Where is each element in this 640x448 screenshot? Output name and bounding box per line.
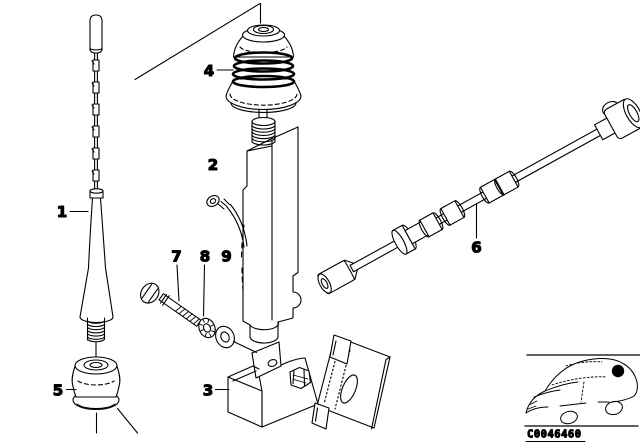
- grommet-flange-lower-rim: [76, 403, 116, 410]
- mounting-bracket: [227, 334, 391, 430]
- car-roof-line: [565, 361, 603, 367]
- grommet-inner-ring: [83, 359, 109, 371]
- boot-bellows-rings: [231, 51, 296, 89]
- callout-2-label: 2: [208, 156, 218, 174]
- ground-strap: [206, 195, 248, 248]
- lock-washer-serrations: [198, 318, 216, 338]
- bracket-tab-top-fold: [332, 340, 337, 356]
- callout-4-label: 4: [204, 62, 214, 80]
- diagram-code: C0046460: [527, 429, 582, 441]
- cable-end-sleeve: [317, 259, 358, 295]
- callout-9-label: 9: [221, 248, 231, 266]
- base-grommet: [71, 356, 121, 411]
- car-hood-line: [533, 389, 561, 398]
- grommet-hole: [89, 361, 103, 369]
- body-top-front-edge: [246, 145, 273, 152]
- boot-skirt-dashed: [229, 93, 298, 106]
- mast-collar-rim: [89, 188, 104, 194]
- lock-washer: [198, 317, 216, 339]
- rubber-boot: [225, 24, 302, 120]
- mast-cone-bottom: [79, 316, 114, 324]
- grommet-dashed-line: [77, 380, 115, 386]
- mast-segments: [91, 59, 100, 182]
- boot-dome: [232, 35, 295, 58]
- car-windshield-base: [544, 381, 579, 392]
- antenna-location-dot: [611, 364, 625, 378]
- boot-top-inner: [252, 24, 275, 35]
- bracket-channel-rim: [227, 365, 260, 382]
- section-pointer-lines: [95, 2, 262, 434]
- car-belt-line: [551, 376, 607, 386]
- boot-skirt-inner-rim: [230, 102, 297, 113]
- callout-1-label: 1: [57, 203, 67, 221]
- ground-wire: [226, 203, 248, 248]
- car-outline: [525, 358, 638, 425]
- mast-thread-stud: [86, 317, 106, 343]
- boot-top-ring: [246, 24, 281, 37]
- cable-collar-1: [418, 212, 444, 238]
- cable-connector-head: [602, 98, 640, 140]
- antenna-cable: [317, 98, 640, 295]
- bracket-nut: [289, 366, 312, 390]
- cable-collar-4: [494, 170, 520, 196]
- car-grille: [527, 400, 538, 410]
- bracket-tab-bottom-fold: [314, 407, 319, 422]
- callout-5-label: 5: [53, 382, 63, 400]
- bracket-tab-bottom: [311, 402, 330, 430]
- bolt-shank: [158, 293, 202, 327]
- ground-crimp: [217, 198, 231, 210]
- flat-washer: [215, 325, 235, 349]
- antenna-body: [206, 116, 302, 344]
- callouts: 1 2 3 4 5 6 7 8 9: [52, 61, 482, 400]
- bracket-flange-hole: [267, 358, 278, 368]
- boot-top-hole: [257, 26, 270, 33]
- bracket-plate-edge: [370, 356, 391, 430]
- boot-pointer-diagonal: [134, 2, 261, 81]
- grommet-body: [71, 365, 121, 398]
- callout-6-label: 6: [471, 239, 481, 257]
- bracket-slot: [340, 374, 358, 404]
- mast-rod: [94, 52, 98, 192]
- callout-3-label: 3: [203, 382, 213, 400]
- body-tube-joint: [249, 321, 279, 331]
- cable-collar-2: [439, 200, 466, 226]
- mast-tip: [89, 14, 103, 54]
- body-thread-stud: [251, 116, 276, 146]
- mast-cone: [79, 267, 114, 318]
- mast-neck: [87, 197, 107, 269]
- car-door-line: [580, 381, 585, 403]
- callout-7-label: 7: [171, 248, 181, 266]
- grommet-top: [74, 356, 118, 375]
- car-location-thumbnail: C0046460: [524, 354, 640, 442]
- car-front-wheel: [560, 410, 578, 425]
- leader-8: [202, 264, 206, 317]
- ground-eyelet-hole: [209, 198, 217, 204]
- mast-centerline: [95, 341, 98, 434]
- cable-collar-3: [479, 178, 505, 204]
- washer-leader-line: [232, 340, 258, 354]
- mast-tip-rim: [89, 47, 103, 51]
- callout-8-label: 8: [200, 248, 210, 266]
- leader-7: [176, 264, 180, 302]
- antenna-mast: [79, 14, 114, 343]
- bolt-head: [140, 282, 160, 304]
- car-rear-wheel: [605, 400, 623, 416]
- bracket-channel-front: [227, 376, 263, 428]
- grommet-pointer-diagonal: [116, 407, 139, 434]
- ground-eyelet: [206, 195, 220, 207]
- hex-bolt: [140, 282, 202, 327]
